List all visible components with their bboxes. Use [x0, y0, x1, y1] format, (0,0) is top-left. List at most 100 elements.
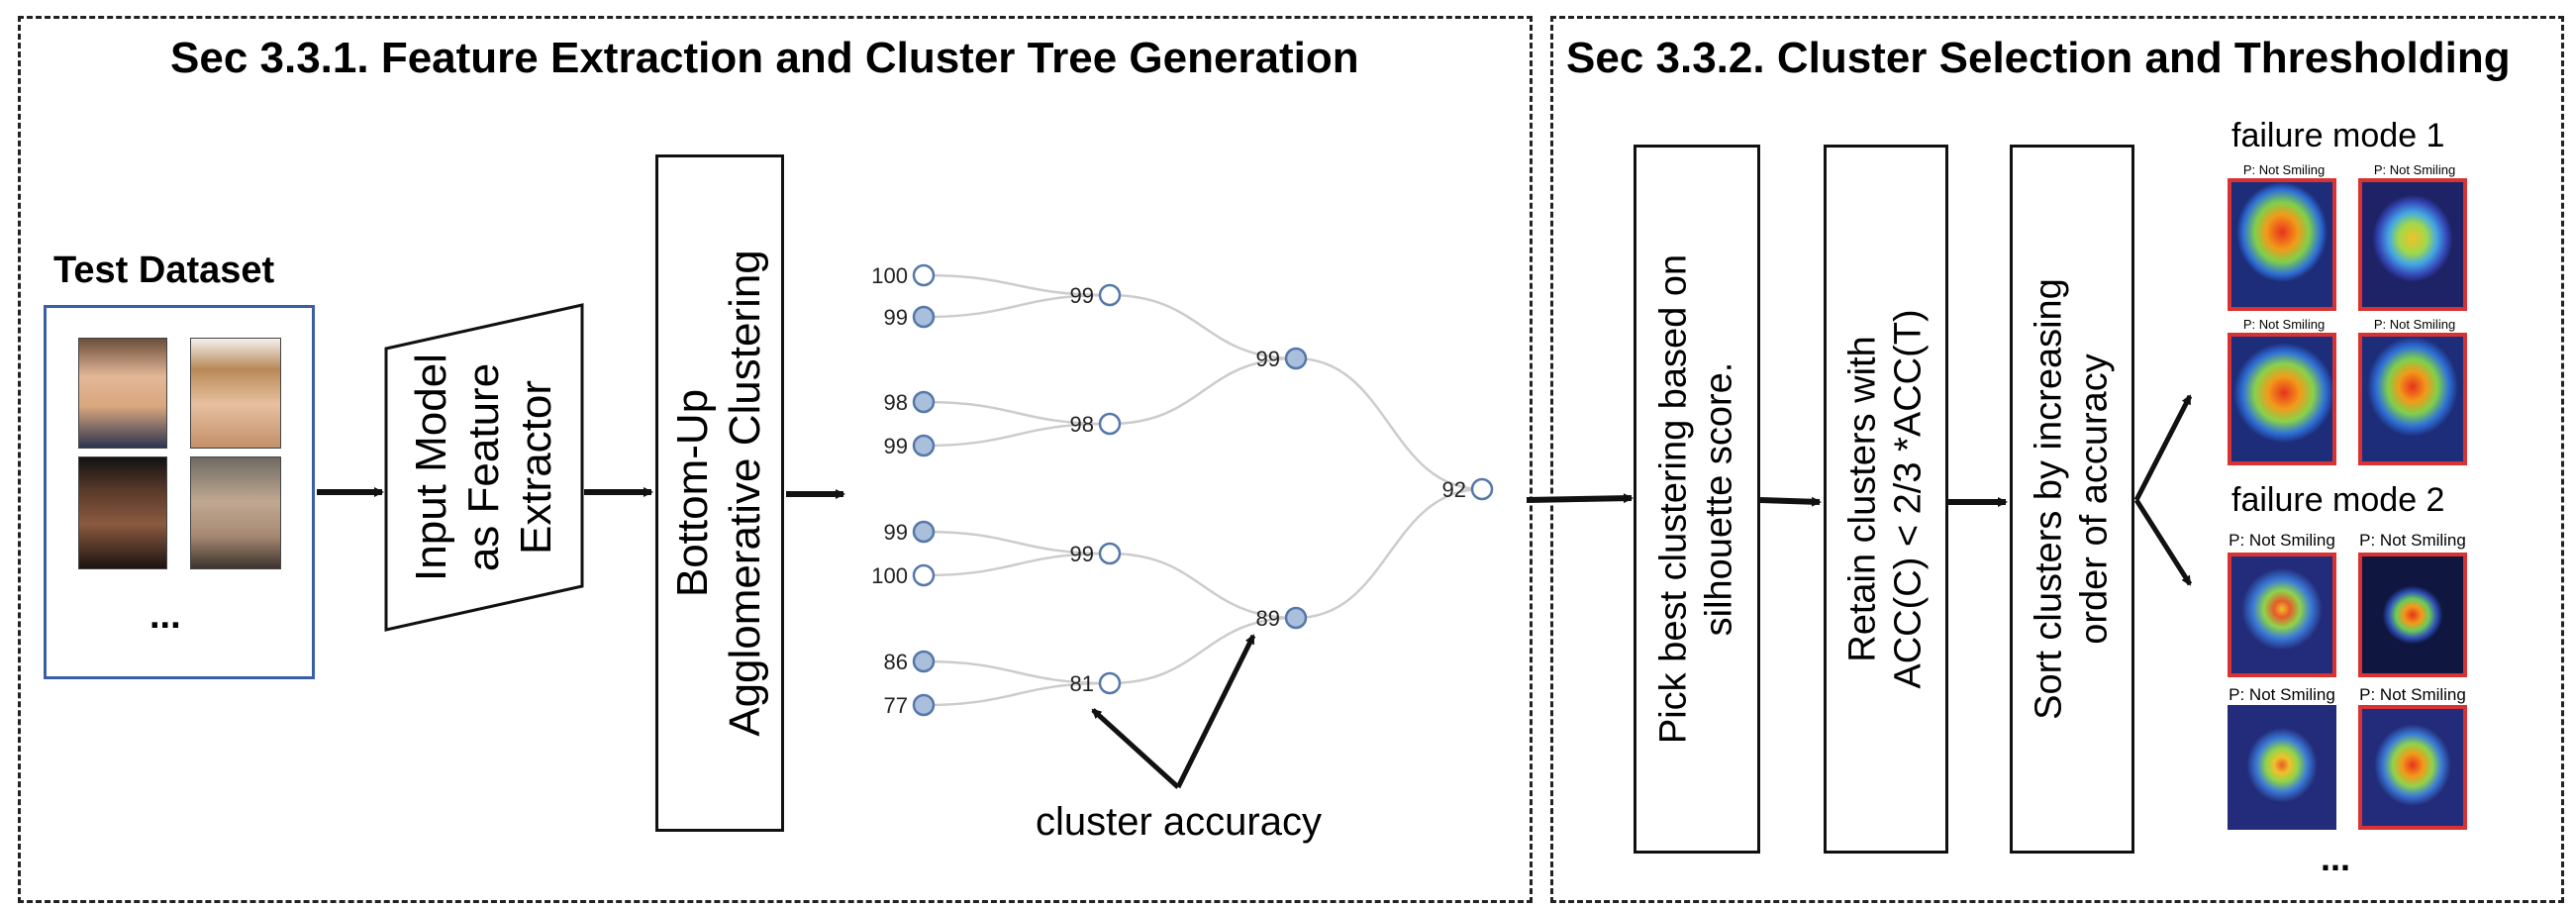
fm2-label-4: P: Not Smiling [2359, 685, 2466, 704]
fm1-label-1: P: Not Smiling [2242, 162, 2326, 177]
tree-edge [1109, 552, 1297, 620]
feature-extractor-label: Input Model as Feature Extractor [406, 354, 562, 581]
heatmap-fm2-1 [2228, 553, 2336, 677]
tree-edge [1109, 616, 1297, 685]
heatmap-fm2-2 [2358, 553, 2467, 677]
tree-edge [923, 552, 1111, 577]
dataset-title: Test Dataset [53, 250, 275, 291]
step1-line-2: silhouette score. [1698, 361, 1739, 637]
feature-extractor-line-1: Input Model [406, 354, 455, 581]
feature-extractor-trapezoid [384, 303, 584, 632]
step3-line-1: Sort clusters by increasing [2028, 278, 2070, 720]
dataset-box: ... [44, 305, 315, 679]
failure-mode-ellipsis: ... [2321, 838, 2351, 878]
step1-line-1: Pick best clustering based on [1652, 253, 1695, 745]
step2-line-1: Retain clusters with [1841, 336, 1884, 662]
fm1-label-3: P: Not Smiling [2242, 317, 2326, 332]
leaf-5-accuracy-label: 99 [884, 520, 908, 545]
tree-edge [1295, 356, 1483, 491]
failure-mode-2-title: failure mode 2 [2231, 481, 2445, 519]
level1-3-node [1098, 542, 1122, 565]
fm1-label-4: P: Not Smiling [2373, 317, 2456, 332]
leaf-6-accuracy-label: 100 [871, 563, 908, 588]
leaf-3-node [912, 390, 936, 414]
clustering-line-1: Bottom-Up [668, 388, 718, 598]
dataset-ellipsis: ... [149, 595, 181, 637]
leaf-7-node [912, 650, 936, 673]
step3-line-2: order of accuracy [2073, 354, 2115, 645]
level1-2-node [1098, 412, 1122, 436]
heatmap-fm1-2 [2358, 178, 2467, 311]
fm2-label-3: P: Not Smiling [2229, 685, 2335, 704]
tree-edge [923, 681, 1111, 707]
arrow-to-failure-mode-1 [2133, 394, 2193, 502]
tree-edge [923, 530, 1111, 556]
face-image-3 [78, 456, 167, 569]
tree-edge [923, 659, 1111, 685]
level1-1-accuracy-label: 99 [1070, 283, 1094, 308]
leaf-5-node [912, 520, 936, 544]
heatmap-fm2-3 [2228, 705, 2336, 830]
section-cluster-selection [1550, 16, 2564, 903]
leaf-2-accuracy-label: 99 [884, 305, 908, 330]
level2-1-node [1284, 347, 1308, 370]
clustering-box: Bottom-Up Agglomerative Clustering [655, 154, 784, 832]
level1-3-accuracy-label: 99 [1070, 542, 1094, 566]
arrow-tree-to-selection [1526, 493, 1634, 504]
tree-edge [1109, 293, 1297, 360]
leaf-2-node [912, 305, 936, 329]
tree-edge [923, 273, 1111, 297]
section-feature-extraction [18, 16, 1533, 903]
section2-title: Sec 3.3.2. Cluster Selection and Thresho… [1566, 34, 2511, 82]
root-accuracy-label: 92 [1442, 477, 1466, 502]
face-image-1 [78, 338, 167, 449]
leaf-7-accuracy-label: 86 [884, 650, 908, 674]
pointer-arrow-left [1091, 708, 1180, 789]
failure-mode-1-title: failure mode 1 [2231, 117, 2445, 154]
clustering-line-2: Agglomerative Clustering [721, 250, 769, 737]
arrow-to-failure-mode-2 [2133, 498, 2193, 586]
section1-title: Sec 3.3.1. Feature Extraction and Cluste… [170, 34, 1359, 82]
heatmap-fm1-1 [2228, 178, 2336, 311]
step-retain-clusters: Retain clusters with ACC(C) < 2/3 *ACC(T… [1824, 145, 1948, 854]
fm1-label-2: P: Not Smiling [2373, 162, 2456, 177]
tree-edge [923, 400, 1111, 426]
heatmap-fm2-4 [2358, 705, 2467, 830]
level2-1-accuracy-label: 99 [1256, 347, 1280, 371]
arrow-step1-to-step2 [1759, 496, 1822, 507]
leaf-1-node [912, 263, 936, 287]
tree-edge [1109, 356, 1297, 426]
leaf-4-accuracy-label: 99 [884, 434, 908, 458]
step-sort-clusters: Sort clusters by increasing order of acc… [2010, 145, 2134, 854]
cluster-tree: 100 99 98 99 99 100 86 77 99 98 99 81 99 89 92 [871, 263, 1494, 718]
leaf-6-node [912, 563, 936, 587]
level2-2-node [1284, 606, 1308, 630]
leaf-1-accuracy-label: 100 [871, 263, 908, 288]
feature-extractor-line-2: as Feature [458, 362, 508, 572]
feature-extractor-line-3: Extractor [511, 379, 560, 556]
level1-1-node [1098, 283, 1122, 307]
fm2-label-1: P: Not Smiling [2229, 531, 2335, 550]
heatmap-fm1-4 [2358, 333, 2467, 465]
tree-edge [923, 293, 1111, 319]
level1-4-node [1098, 671, 1122, 695]
leaf-3-accuracy-label: 98 [884, 390, 908, 415]
root-node [1470, 477, 1494, 501]
fm2-label-2: P: Not Smiling [2359, 531, 2466, 550]
leaf-8-node [912, 693, 936, 717]
tree-edge [923, 422, 1111, 448]
step2-line-2: ACC(C) < 2/3 *ACC(T) [1887, 309, 1929, 689]
level1-2-accuracy-label: 98 [1070, 412, 1094, 437]
step-pick-best-clustering: Pick best clustering based on silhouette… [1634, 145, 1760, 854]
heatmap-fm1-3 [2228, 333, 2336, 465]
level1-4-accuracy-label: 81 [1070, 671, 1094, 696]
cluster-accuracy-label: cluster accuracy [1036, 800, 1322, 844]
tree-edge [1295, 487, 1483, 620]
level2-2-accuracy-label: 89 [1256, 606, 1280, 631]
pointer-arrow-right [1175, 634, 1256, 789]
leaf-8-accuracy-label: 77 [884, 693, 908, 718]
face-image-4 [190, 456, 281, 569]
leaf-4-node [912, 434, 936, 457]
face-image-2 [190, 338, 281, 449]
